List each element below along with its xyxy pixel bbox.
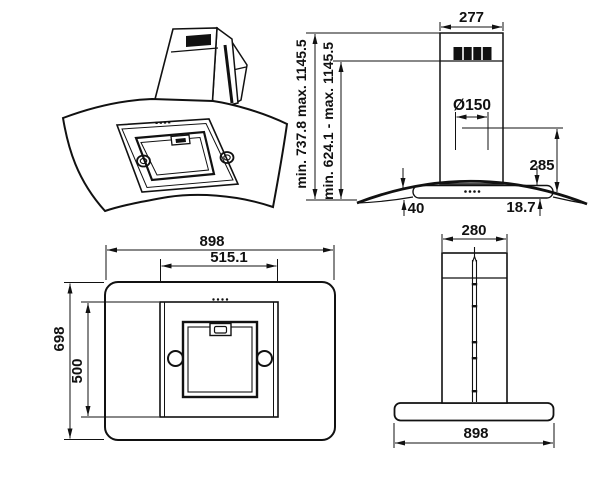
plan-inner-depth-label: 500 — [69, 358, 86, 383]
front-duct-height-label: 285 — [529, 157, 554, 174]
perspective-lamp-left — [136, 154, 151, 168]
plan-overall-depth-label: 698 — [51, 326, 68, 351]
dot — [221, 298, 224, 301]
plan-filter-handle-grip — [213, 325, 228, 334]
plan-lamp-left — [167, 350, 184, 367]
front-chimney-width-label: 277 — [459, 9, 484, 26]
plan-view: 898 515.1 698 — [51, 233, 336, 441]
plan-lamp-right — [256, 350, 273, 367]
dot — [212, 298, 215, 301]
front-lower-height-label: min. 624.1 - max. 1145.5 — [320, 42, 336, 200]
dot — [473, 190, 476, 193]
side-slot-ticks — [471, 283, 478, 393]
side-base — [393, 402, 555, 422]
dot — [468, 190, 472, 193]
side-depth-label: 280 — [461, 222, 486, 239]
plan-control-dots — [212, 298, 229, 301]
perspective-frame-inner — [121, 122, 234, 189]
side-overall-width-label: 898 — [463, 425, 488, 442]
front-control-dots — [464, 190, 481, 193]
front-view: 277 min. 737.8 max. 1145.5 min. 624.1 - … — [293, 9, 588, 217]
dot — [163, 121, 167, 124]
perspective-control-dots — [155, 121, 171, 124]
plan-filter-handle — [209, 322, 232, 337]
tick — [471, 390, 478, 393]
dot — [216, 298, 220, 301]
tick — [471, 305, 478, 308]
front-duct-diameter-label: Ø150 — [453, 97, 491, 114]
tick — [471, 357, 478, 360]
perspective-view — [61, 26, 289, 213]
front-overall-height-label: min. 737.8 max. 1145.5 — [293, 39, 309, 189]
side-slot-cap — [471, 254, 478, 263]
perspective-lamp-right-inner — [223, 154, 231, 161]
perspective-chimney-shadow — [223, 44, 234, 104]
front-glass-edge-label: 18.7 — [506, 199, 535, 216]
dot — [464, 190, 467, 193]
dot — [477, 190, 481, 193]
perspective-filter-handle-grip — [175, 138, 186, 143]
side-view: 280 898 — [393, 222, 555, 448]
perspective-chimney-joint — [170, 47, 219, 53]
side-chimney — [441, 252, 508, 404]
front-glass-curve — [356, 179, 588, 206]
front-glass-offset-label: 40 — [408, 200, 425, 217]
dot — [225, 298, 229, 301]
perspective-lamp-left-inner — [139, 157, 148, 165]
plan-inner-width-label: 515.1 — [210, 249, 248, 266]
perspective-vent-grille — [186, 34, 211, 47]
front-glass-underside-left — [356, 196, 414, 204]
tick — [471, 283, 478, 286]
plan-overall-width-label: 898 — [199, 233, 224, 250]
dot — [168, 121, 171, 124]
dot — [159, 121, 162, 124]
tick — [471, 341, 478, 344]
dot — [155, 121, 158, 124]
perspective-lamp-right — [219, 151, 235, 164]
